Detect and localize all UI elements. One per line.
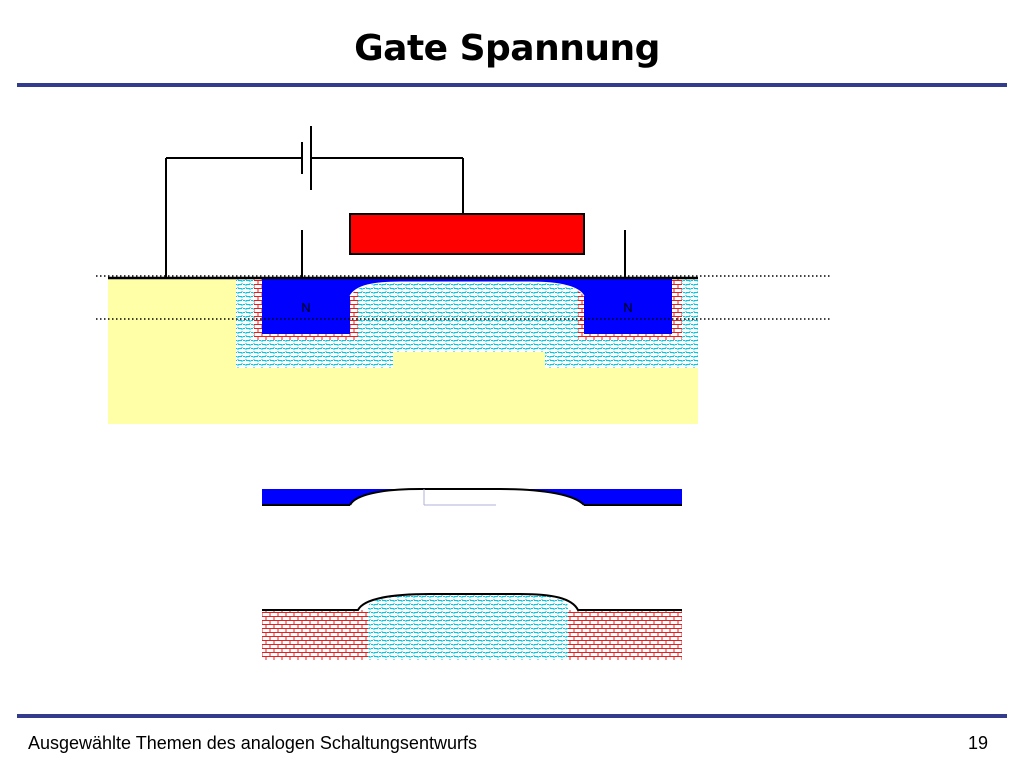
gate-electrode xyxy=(349,213,585,255)
footer-course-title: Ausgewählte Themen des analogen Schaltun… xyxy=(28,733,477,753)
title-divider xyxy=(17,83,1007,87)
page-number: 19 xyxy=(967,733,988,753)
n-source-region xyxy=(262,278,350,334)
drain-label: N xyxy=(623,300,632,315)
channel-charge-detail xyxy=(262,488,682,506)
n-drain-region xyxy=(584,278,672,334)
footer-divider xyxy=(17,714,1007,718)
slide-title: Gate Spannung xyxy=(354,28,660,69)
source-label: N xyxy=(301,300,310,315)
depletion-doping-detail xyxy=(262,593,682,660)
